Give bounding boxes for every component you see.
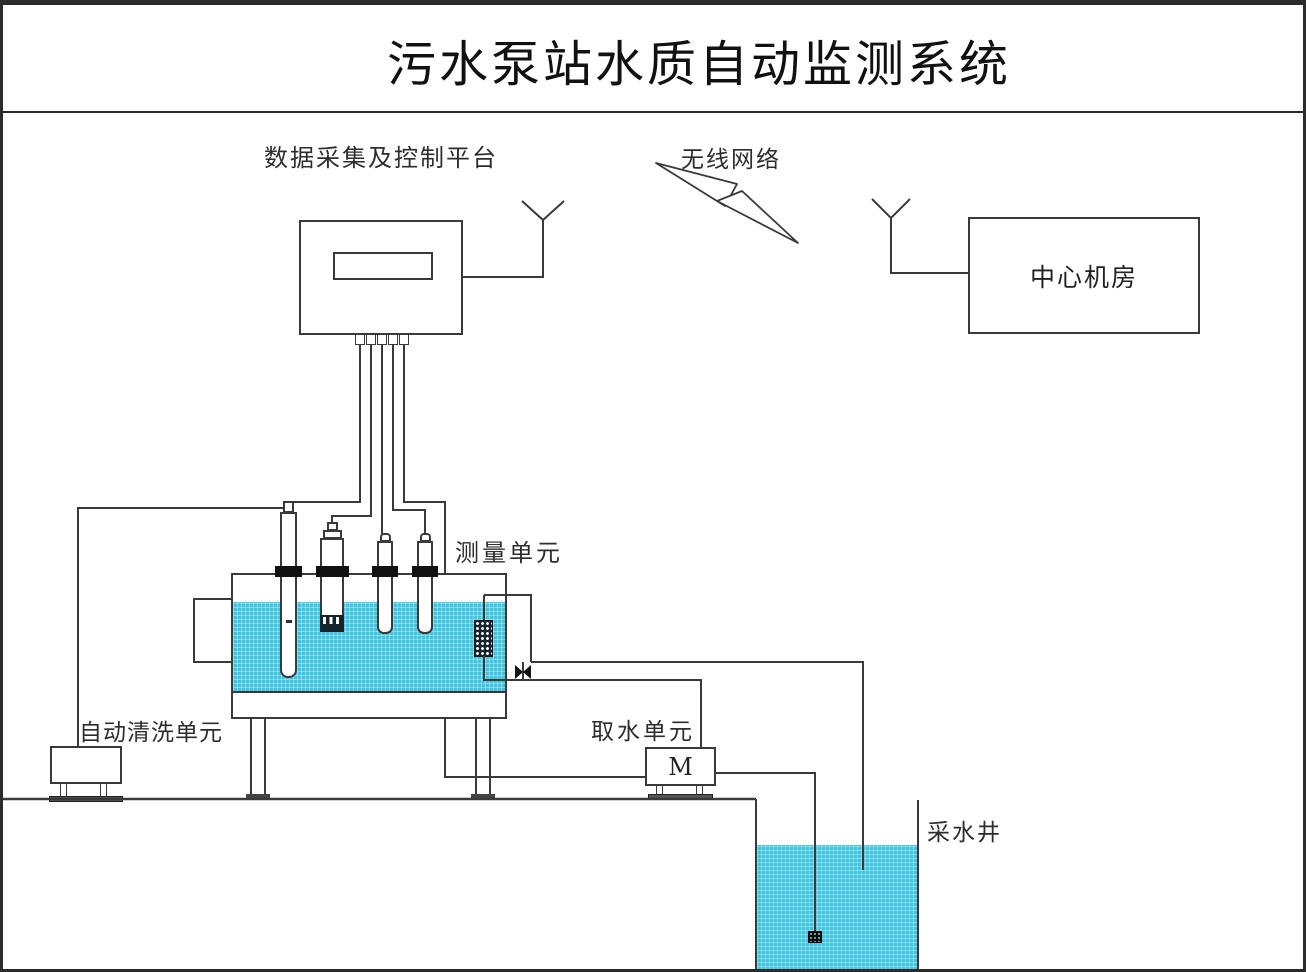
- probe2-sensor: [320, 538, 344, 618]
- probe4-collar: [412, 566, 438, 577]
- well-water: [757, 845, 918, 969]
- inlet-diffuser-mesh: [474, 620, 493, 657]
- tank-water: [233, 602, 505, 692]
- cable-port: [399, 334, 409, 345]
- probe1-collar: [275, 566, 302, 577]
- platform-antenna-icon: [462, 200, 565, 278]
- diagram-lines: [3, 162, 969, 969]
- cleaning-unit-leg: [60, 783, 67, 797]
- suction-strainer: [808, 931, 822, 943]
- lightning-bolt-icon: [655, 162, 799, 244]
- room-antenna-icon: [871, 198, 969, 274]
- tank-foot: [471, 794, 495, 800]
- pump-box: M: [645, 747, 716, 786]
- cable-port: [366, 334, 376, 345]
- pump-motor-label: M: [668, 752, 693, 781]
- wireless-label: 无线网络: [681, 147, 781, 173]
- probe2-collar: [316, 566, 349, 577]
- central-room-box: 中心机房: [968, 217, 1200, 334]
- central-room-label: 中心机房: [1029, 262, 1138, 292]
- probe1-sensor: [280, 512, 297, 678]
- tank-leg: [475, 717, 491, 797]
- platform-label: 数据采集及控制平台: [264, 144, 498, 172]
- probe3-collar: [372, 566, 398, 577]
- cleaning-unit-label: 自动清洗单元: [79, 720, 223, 746]
- cleaning-unit-base: [49, 796, 123, 802]
- page-title: 污水泵站水质自动监测系统: [386, 36, 1011, 93]
- valve-icon: [515, 665, 531, 679]
- tank-side-box: [193, 598, 233, 663]
- water-well-label: 采水井: [927, 820, 1002, 846]
- pump-base: [648, 794, 713, 800]
- title-separator: [3, 111, 1303, 113]
- tank-leg: [250, 717, 266, 797]
- measurement-unit-label: 测量单元: [455, 539, 563, 567]
- cable-port: [377, 334, 387, 345]
- probe2-head-segments: [323, 617, 341, 624]
- probe3-sensor: [377, 541, 393, 634]
- intake-unit-label: 取水单元: [591, 719, 695, 745]
- tank-floor-line: [233, 691, 505, 693]
- tank-foot: [246, 794, 270, 800]
- cable-port: [388, 334, 398, 345]
- probe1-mark: [286, 620, 292, 623]
- probe2-head: [320, 615, 344, 632]
- probe4-sensor: [417, 541, 433, 634]
- cleaning-unit-leg: [100, 783, 107, 797]
- cleaning-unit-box: [50, 746, 122, 784]
- cable-port: [355, 334, 365, 345]
- control-platform-display: [333, 252, 433, 280]
